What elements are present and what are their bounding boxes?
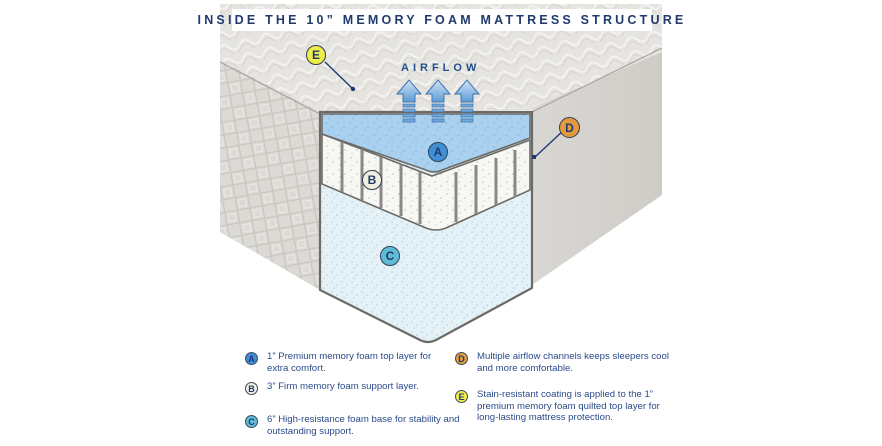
badge-d: D (559, 117, 580, 138)
legend-item-e: E Stain-resistant coating is applied to … (455, 389, 685, 424)
legend-text-b: 3” Firm memory foam support layer. (267, 381, 419, 392)
leader-line-e (324, 61, 354, 90)
legend-text-e: Stain-resistant coating is applied to th… (477, 389, 660, 424)
legend-badge-a: A (245, 352, 258, 365)
leader-line-d (534, 129, 565, 158)
legend-badge-b: B (245, 382, 258, 395)
badge-c: C (380, 246, 400, 266)
legend-text-d: Multiple airflow channels keeps sleepers… (477, 351, 669, 374)
badge-a: A (428, 142, 448, 162)
title-banner: INSIDE THE 10” MEMORY FOAM MATTRESS STRU… (198, 9, 683, 31)
mattress-right-side (532, 52, 662, 285)
legend-item-a: A 1” Premium memory foam top layer for e… (245, 351, 475, 374)
legend-item-c: C 6” High-resistance foam base for stabi… (245, 414, 475, 437)
mattress-left-side (220, 60, 320, 290)
legend-badge-d: D (455, 352, 468, 365)
cutout-cross-section (318, 110, 534, 344)
legend-badge-c: C (245, 415, 258, 428)
legend-text-c: 6” High-resistance foam base for stabili… (267, 414, 460, 437)
diagram-title: INSIDE THE 10” MEMORY FOAM MATTRESS STRU… (197, 13, 687, 27)
mattress-top-surface (220, 4, 662, 130)
airflow-label: AIRFLOW (401, 62, 481, 74)
legend-badge-e: E (455, 390, 468, 403)
legend-item-b: B 3” Firm memory foam support layer. (245, 381, 475, 395)
airflow-arrows-icon (395, 79, 481, 123)
legend-text-a: 1” Premium memory foam top layer for ext… (267, 351, 432, 374)
legend-item-d: D Multiple airflow channels keeps sleepe… (455, 351, 685, 374)
badge-e: E (306, 45, 326, 65)
badge-b: B (362, 170, 382, 190)
airflow-channels (340, 141, 517, 224)
